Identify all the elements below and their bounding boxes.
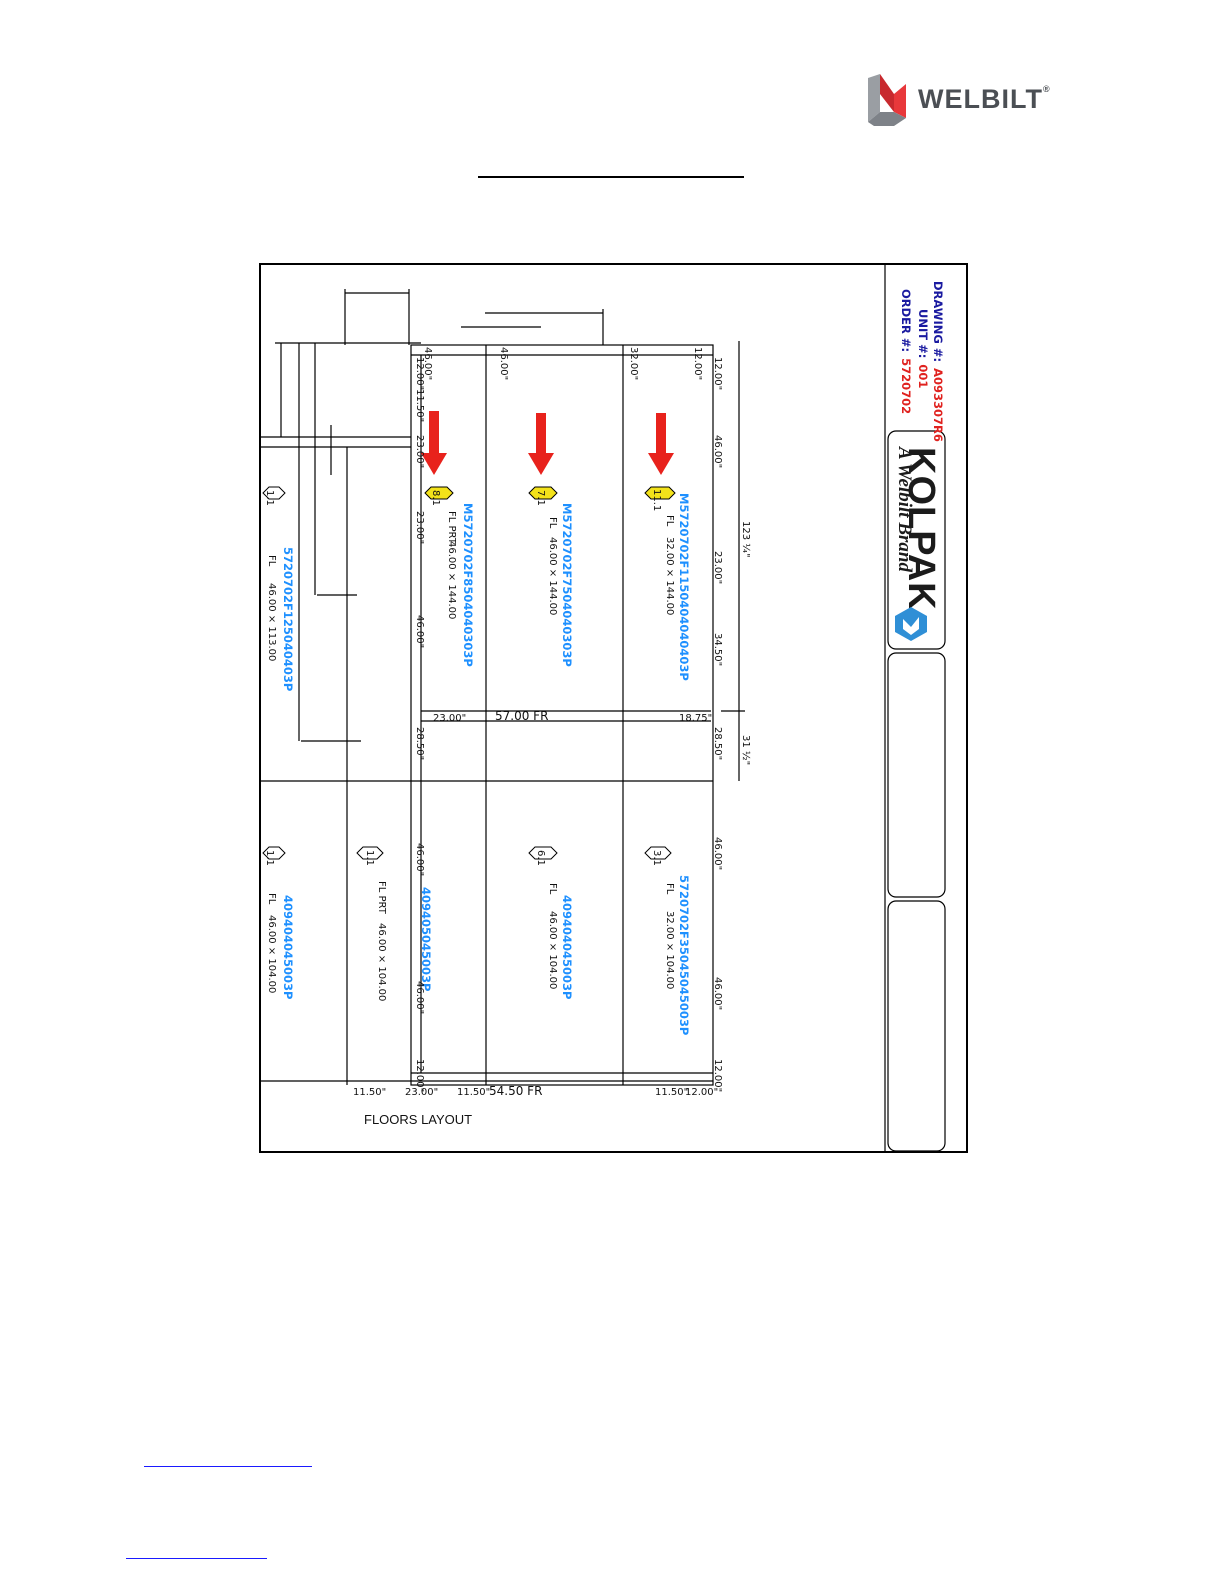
panel-part-number: M5720702F8504040303P: [461, 503, 475, 667]
panel-size: 46.00 × 144.00: [547, 537, 558, 616]
dimension-label: 12.00": [685, 1087, 719, 1098]
floor-layout-drawing: DRAWING #:A093307R6 UNIT #:001 ORDER #:5…: [259, 263, 968, 1153]
welbilt-wordmark: WELBILT®: [918, 84, 1051, 114]
panel-note: FL: [266, 893, 277, 905]
panel-size: 46.00 × 104.00: [266, 915, 277, 994]
panel-tag: 6.1: [535, 850, 546, 866]
panel-size: 46.00 × 144.00: [446, 541, 457, 620]
dimension-label: 28.50": [712, 727, 723, 761]
dimension-label: 46.00": [414, 843, 425, 877]
highlight-arrows: [421, 411, 674, 475]
kolpak-tagline: A Welbilt Brand: [894, 447, 915, 572]
panel-note: FL PRT: [376, 881, 387, 914]
dimension-label: 23.00": [414, 435, 425, 469]
dimension-label: 11.50": [457, 1087, 491, 1098]
dimension-label: 31 ½": [740, 735, 751, 766]
dimension-label: 11.50": [414, 389, 425, 423]
dimension-label: 28.50": [414, 727, 425, 761]
panel-note: FL: [664, 883, 675, 895]
panel-tag: 7.1: [535, 490, 546, 506]
dimension-label: 23.00": [712, 551, 723, 585]
dimension-label: 46.00": [712, 435, 723, 469]
panel-size: 32.00 × 144.00: [664, 537, 675, 616]
panel-tag: 11.1: [651, 489, 662, 512]
dimension-label: 12.00": [712, 357, 723, 391]
dimension-label: 11.50": [655, 1087, 689, 1098]
panel-size: 46.00 × 113.00: [266, 583, 277, 662]
panel-tag: 1.1: [264, 490, 275, 506]
dimension-label: 46.00": [712, 977, 723, 1011]
dimension-label: 23.00": [433, 713, 467, 724]
panel-tag: 1.1: [264, 850, 275, 866]
panel-tag: 8.1: [430, 490, 441, 506]
welbilt-mark-icon: [868, 74, 906, 126]
dimension-label: 11.50": [353, 1087, 387, 1098]
dimension-label: 46.00": [414, 615, 425, 649]
dimension-label: 46.00": [414, 981, 425, 1015]
dimension-label: 12.00": [692, 347, 703, 381]
panel-size: 46.00 × 104.00: [547, 911, 558, 990]
panel-note: FL: [266, 555, 277, 567]
panel-note: FL: [547, 517, 558, 529]
panel-tag: 1.1: [364, 850, 375, 866]
title-field-order: ORDER #:5720702: [899, 289, 913, 415]
footer-link-2[interactable]: [126, 1558, 267, 1559]
frame-label: 57.00 FR: [495, 709, 549, 723]
heading-underline: [478, 176, 744, 178]
panel-size: 46.00 × 104.00: [376, 923, 387, 1002]
dimension-label: 123 ¼": [740, 521, 751, 558]
dimension-label: 23.00": [405, 1087, 439, 1098]
dimension-label: 23.00": [414, 511, 425, 545]
dimension-label: 46.00": [712, 837, 723, 871]
dimension-label: 34.50": [712, 633, 723, 667]
panel-part-number: 5720702F125040403P: [281, 547, 295, 692]
title-field-drawing: DRAWING #:A093307R6: [931, 281, 945, 442]
drawing-linework: [261, 265, 946, 1151]
dimension-label: 18.75": [679, 713, 713, 724]
title-field-unit: UNIT #:001: [916, 309, 930, 389]
dimension-label: 12.00": [414, 357, 425, 391]
footer-link-1[interactable]: [144, 1466, 312, 1467]
panel-part-number: M5720702F7504040303P: [560, 503, 574, 667]
panel-tag: 3.1: [651, 850, 662, 866]
welbilt-logo: WELBILT®: [860, 72, 1060, 128]
kolpak-mark-icon: [895, 607, 927, 641]
dimension-label: 12.00": [712, 1059, 723, 1093]
panel-part-number: 409404045003P: [281, 895, 295, 1000]
dimension-label: 46.00": [498, 347, 509, 381]
panel-size: 32.00 × 104.00: [664, 911, 675, 990]
panel-part-number: 409405045003P: [419, 887, 433, 992]
panel-note: FL: [664, 515, 675, 527]
panel-part-number: M5720702F1150404040403P: [677, 493, 691, 681]
dimension-label: 12.00": [414, 1059, 425, 1093]
panel-note: FL PRT: [446, 511, 457, 544]
dimension-label: 32.00": [628, 347, 639, 381]
drawing-caption: FLOORS LAYOUT: [364, 1112, 473, 1127]
frame-label: 54.50 FR: [489, 1084, 543, 1098]
panel-part-number: 5720702F35045045003P: [677, 875, 691, 1036]
panel-part-number: 409404045003P: [560, 895, 574, 1000]
panel-note: FL: [547, 883, 558, 895]
